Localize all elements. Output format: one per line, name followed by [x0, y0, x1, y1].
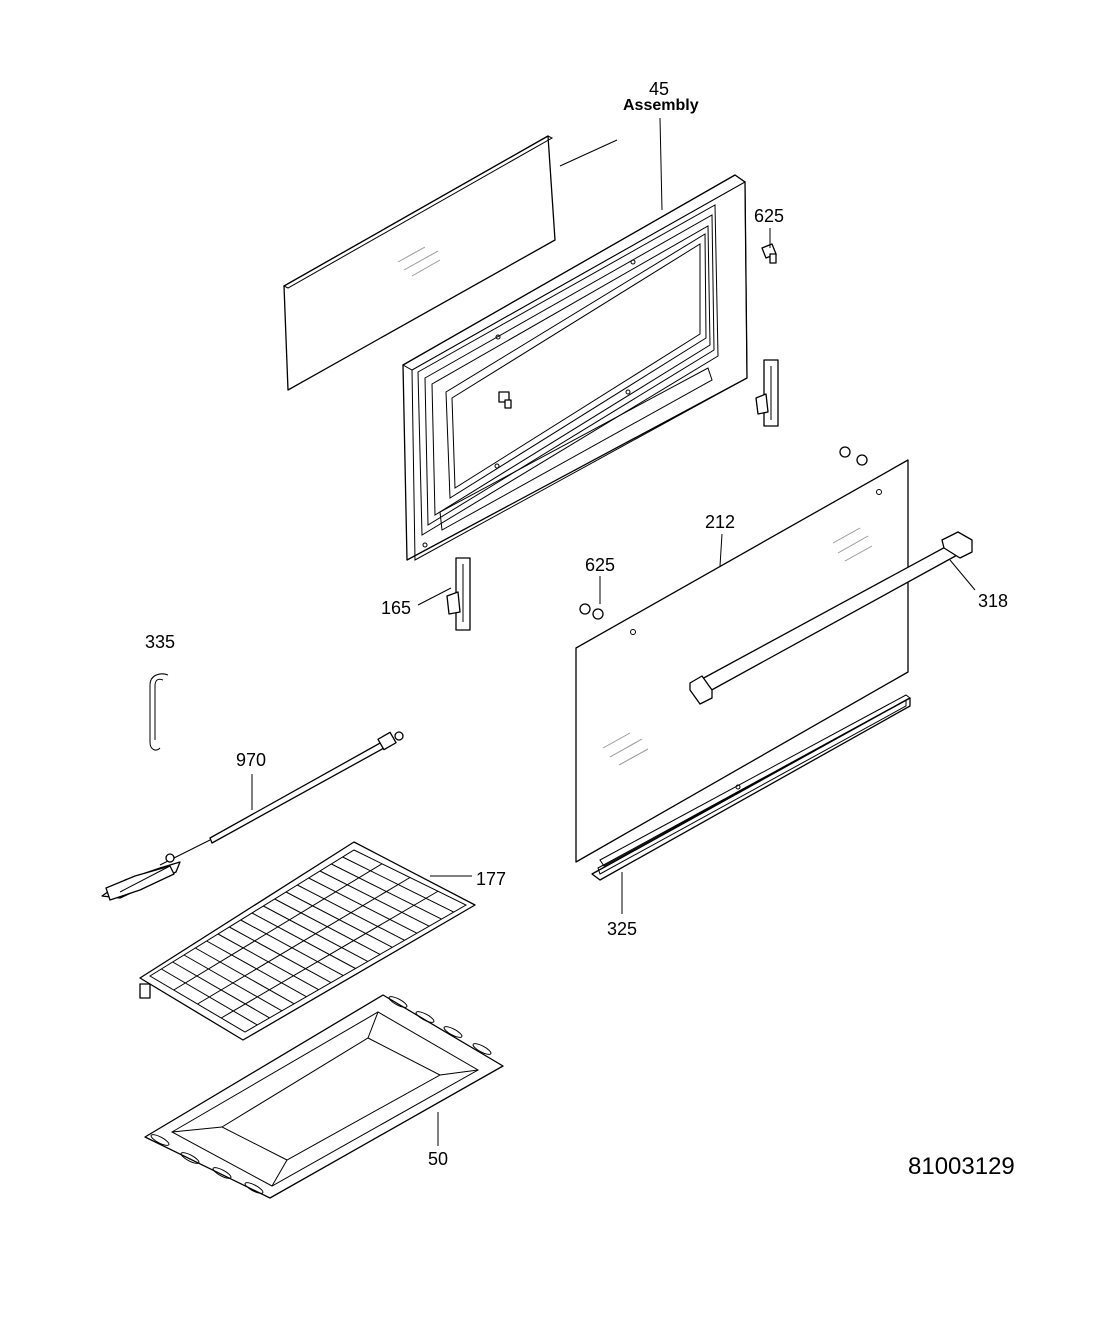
spacers-625-lower [579, 446, 868, 620]
part-label-625-upper: 625 [754, 206, 785, 226]
part-label-970: 970 [236, 750, 267, 770]
tray-slot [388, 996, 408, 1008]
leader-lines [251, 117, 976, 1146]
part-label-325: 325 [607, 919, 638, 939]
hinge-right [755, 359, 779, 427]
part-label-318: 318 [978, 591, 1009, 611]
part-label-165: 165 [381, 598, 412, 618]
tray-slot [244, 1182, 264, 1194]
document-number: 81003129 [908, 1153, 1015, 1180]
part-label-212: 212 [705, 512, 736, 532]
door-frame-assembly [401, 174, 748, 561]
tray-slot [150, 1134, 170, 1146]
tray-slot [415, 1011, 435, 1023]
tray-slot [180, 1152, 200, 1164]
bolt-625-upper [761, 243, 777, 264]
oven-rack [139, 841, 476, 1041]
rack-crosswire [173, 863, 383, 991]
part-label-177: 177 [476, 869, 507, 889]
baking-tray [144, 994, 504, 1199]
rack-crosswire [220, 890, 439, 1019]
rack-crosswire [197, 877, 411, 1005]
bottom-trim-strip [591, 694, 911, 881]
rack-hook [149, 673, 169, 751]
tray-slot [472, 1043, 492, 1055]
rotisserie-spit [159, 731, 404, 866]
part-label-50: 50 [428, 1149, 449, 1169]
part-label-335: 335 [145, 632, 176, 652]
spit-forks [101, 853, 181, 901]
hinge-left [446, 557, 471, 631]
door-handle [689, 531, 973, 705]
inner-glass-panel [282, 135, 556, 391]
tray-slot [212, 1167, 232, 1179]
part-label-45: 45 [649, 79, 670, 99]
tray-slot [443, 1026, 463, 1038]
assembly-label: Assembly [623, 97, 699, 114]
part-label-625-lower: 625 [585, 555, 616, 575]
